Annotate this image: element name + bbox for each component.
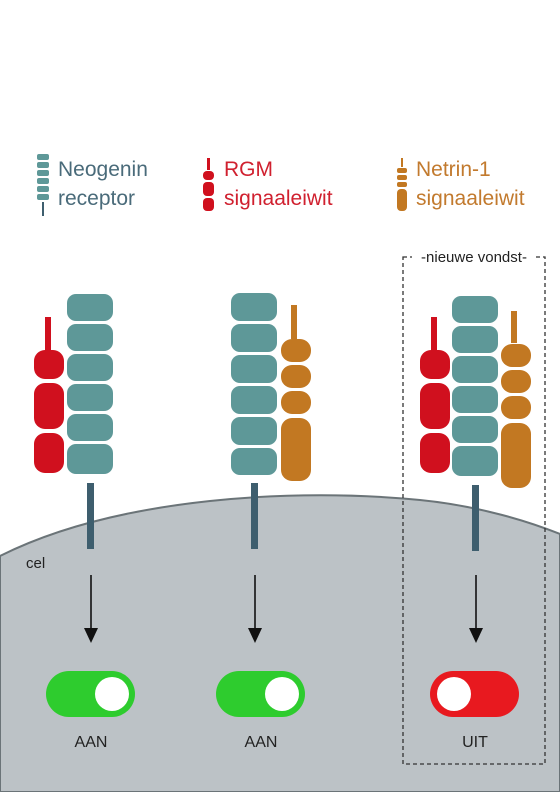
netrin-stem [511, 311, 517, 343]
complex-rgm-neogenin [34, 294, 113, 549]
arrow-down-icon [84, 575, 98, 643]
rgm-domain [34, 350, 64, 379]
legend-neogenin-line1: Neogenin [58, 158, 148, 181]
legend-netrin-line1: Netrin-1 [416, 158, 491, 181]
legend-rgm-line1: RGM [224, 158, 273, 181]
receptor-domain [231, 293, 277, 321]
switch-label: AAN [75, 734, 108, 751]
legend-rgm-line2: signaaleiwit [224, 187, 333, 210]
netrin-domain [281, 391, 311, 414]
arrow-down-icon [248, 575, 262, 643]
receptor-domain [231, 324, 277, 352]
complex-rgm-neogenin-netrin [420, 296, 531, 551]
receptor-domain [67, 294, 113, 321]
netrin-domain [281, 339, 311, 362]
receptor-domain [231, 448, 277, 475]
toggle-switch-on [216, 671, 305, 717]
cell-label: cel [26, 555, 45, 572]
switch-label: AAN [245, 734, 278, 751]
rgm-stem [45, 317, 51, 351]
new-finding-label: -nieuwe vondst- [421, 249, 527, 266]
netrin-domain [501, 370, 531, 393]
receptor-domain [67, 444, 113, 474]
netrin-domain [501, 344, 531, 367]
receptor-domain [452, 446, 498, 476]
netrin-stem [291, 305, 297, 339]
cell-body [0, 494, 560, 792]
receptor-domain [67, 324, 113, 351]
receptor-domain [67, 414, 113, 441]
toggle-switch-off [430, 671, 519, 717]
rgm-domain [34, 383, 64, 429]
receptor-domain [452, 416, 498, 443]
netrin-domain [501, 423, 531, 488]
receptor-domain [231, 355, 277, 383]
receptor-stem [472, 485, 479, 551]
complex-netrin-neogenin [231, 293, 311, 549]
toggle-switch-on [46, 671, 135, 717]
receptor-domain [67, 354, 113, 381]
receptor-domain [452, 296, 498, 323]
receptor-domain [67, 384, 113, 411]
receptor-domain [231, 386, 277, 414]
rgm-legend-icon [203, 158, 214, 211]
legend-neogenin-line2: receptor [58, 187, 135, 210]
receptor-domain [452, 386, 498, 413]
arrow-down-icon [469, 575, 483, 643]
receptor-stem [87, 483, 94, 549]
receptor-domain [452, 356, 498, 383]
netrin-domain [501, 396, 531, 419]
receptor-domain [452, 326, 498, 353]
legend-netrin-line2: signaaleiwit [416, 187, 525, 210]
rgm-stem [431, 317, 437, 351]
netrin-legend-icon [397, 158, 407, 211]
netrin-domain [281, 418, 311, 481]
rgm-domain [420, 383, 450, 429]
switch-label: UIT [462, 734, 488, 751]
neogenin-legend-icon [37, 154, 49, 216]
rgm-domain [420, 433, 450, 473]
receptor-stem [251, 483, 258, 549]
netrin-domain [281, 365, 311, 388]
rgm-domain [34, 433, 64, 473]
rgm-domain [420, 350, 450, 379]
receptor-domain [231, 417, 277, 445]
